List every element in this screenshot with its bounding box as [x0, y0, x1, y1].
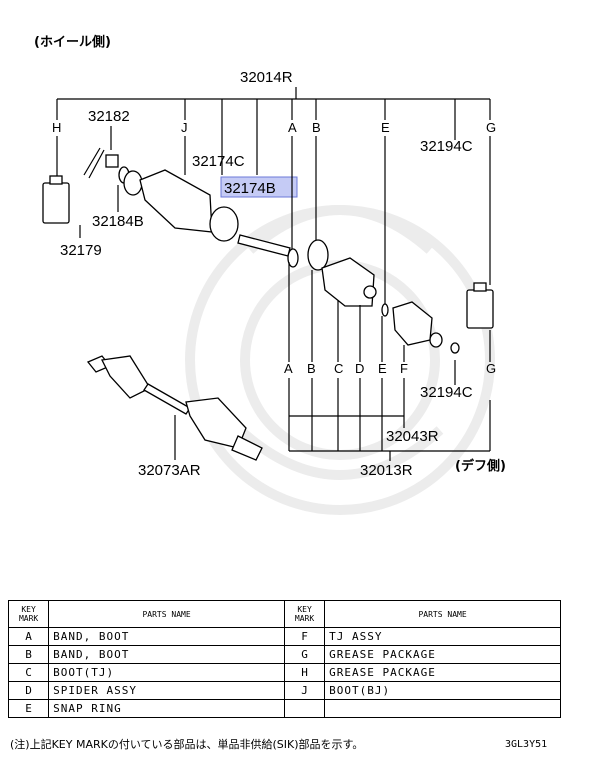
grease-package-H: [42, 182, 70, 224]
legend-part-name: TJ ASSY: [324, 627, 561, 646]
legend-header-name-2: PARTS NAME: [324, 600, 561, 628]
legend-key: J: [283, 681, 326, 700]
legend-row: D SPIDER ASSY J BOOT(BJ): [7, 681, 561, 700]
part-32174B-label: 32174B: [224, 180, 276, 197]
legend-row: B BAND, BOOT G GREASE PACKAGE: [7, 645, 561, 664]
key-F-bottom: F: [400, 361, 408, 376]
diagram-code: 3GL3Y51: [505, 739, 548, 750]
spider-assy: [363, 285, 377, 299]
legend-header-name-1: PARTS NAME: [48, 600, 285, 628]
legend-part-name: SNAP RING: [48, 699, 285, 718]
key-A-bottom: A: [284, 361, 293, 376]
legend-part-name: BAND, BOOT: [48, 627, 285, 646]
key-C-bottom: C: [334, 361, 343, 376]
key-D-bottom: D: [355, 361, 364, 376]
key-G-bottom: G: [486, 361, 496, 376]
boot-TJ: [321, 257, 375, 307]
legend-key: H: [283, 663, 326, 682]
grease-package-G: [466, 289, 494, 329]
band-A: [287, 248, 299, 268]
legend-key: [283, 699, 326, 718]
key-E-bottom: E: [378, 361, 387, 376]
drive-shaft-assembly: [86, 355, 263, 461]
key-B-top: B: [312, 120, 321, 135]
legend-key: C: [7, 663, 50, 682]
legend-row: E SNAP RING: [7, 699, 561, 718]
legend-key: E: [7, 699, 50, 718]
part-32013R-label: 32013R: [360, 462, 413, 479]
key-J-top: J: [181, 120, 188, 135]
legend-key: B: [7, 645, 50, 664]
footnote: (注)上記KEY MARKの付いている部品は、単品非供給(SIK)部品を示す。: [10, 738, 364, 751]
band-B: [307, 239, 329, 271]
part-32174C-label: 32174C: [192, 153, 245, 170]
legend-header-key-2: KEY MARK: [283, 600, 326, 628]
legend-part-name: GREASE PACKAGE: [324, 645, 561, 664]
tj-assy: [392, 301, 433, 346]
legend-part-name: [324, 699, 561, 718]
watermark: [185, 205, 495, 515]
diff-side-label: (デフ側): [455, 458, 506, 474]
key-A-top: A: [288, 120, 297, 135]
part-32014R-label: 32014R: [240, 69, 293, 86]
part-32174B-highlight[interactable]: [220, 176, 298, 198]
legend-part-name: BOOT(TJ): [48, 663, 285, 682]
legend-part-name: BOOT(BJ): [324, 681, 561, 700]
part-32184B-label: 32184B: [92, 213, 144, 230]
legend-key: D: [7, 681, 50, 700]
snap-ring: [381, 303, 389, 317]
legend-part-name: SPIDER ASSY: [48, 681, 285, 700]
legend-header-key-1: KEY MARK: [7, 600, 50, 628]
part-32194C-top-label: 32194C: [420, 138, 473, 155]
legend-part-name: BAND, BOOT: [48, 645, 285, 664]
key-E-top: E: [381, 120, 390, 135]
drive-shaft-diagram: (ホイール側) (デフ側) 32014R H J A B E G 32182 3…: [34, 34, 506, 515]
key-H-top: H: [52, 120, 61, 135]
cotter-pin: [83, 147, 105, 179]
legend-key: G: [283, 645, 326, 664]
legend-key: A: [7, 627, 50, 646]
key-B-bottom: B: [307, 361, 316, 376]
part-32073AR-label: 32073AR: [138, 462, 201, 479]
nut: [105, 154, 119, 168]
legend-row: A BAND, BOOT F TJ ASSY: [7, 627, 561, 646]
legend-part-name: GREASE PACKAGE: [324, 663, 561, 682]
part-32179-label: 32179: [60, 242, 102, 259]
part-32182-label: 32182: [88, 108, 130, 125]
band-ring-J: [209, 206, 239, 242]
part-32043R-label: 32043R: [386, 428, 439, 445]
legend-key: F: [283, 627, 326, 646]
legend-row: C BOOT(TJ) H GREASE PACKAGE: [7, 663, 561, 682]
part-32194C-bottom-label: 32194C: [420, 384, 473, 401]
wheel-side-label: (ホイール側): [34, 34, 111, 50]
boot-BJ: [139, 169, 213, 233]
key-G-top: G: [486, 120, 496, 135]
parts-legend-table: KEY MARK PARTS NAME KEY MARK PARTS NAME …: [7, 600, 561, 718]
